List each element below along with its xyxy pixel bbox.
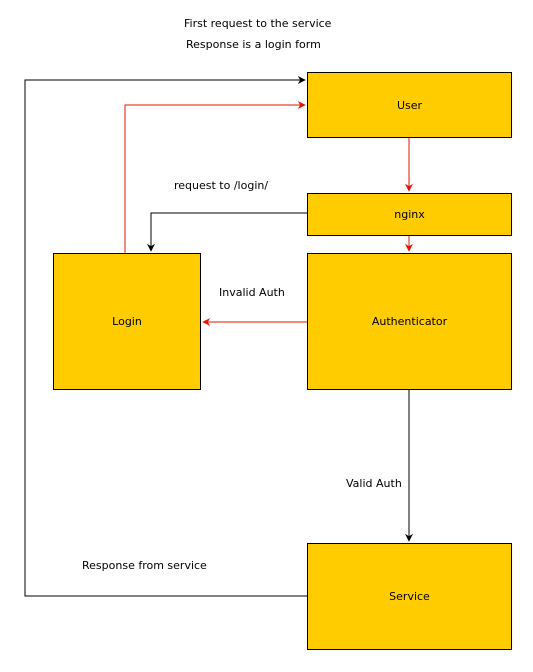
authenticator-box-label: Authenticator <box>371 315 448 328</box>
valid-auth-label: Valid Auth <box>346 477 402 490</box>
nginx-to-login-connector <box>147 212 307 252</box>
login-to-user-connector <box>124 101 306 253</box>
user-box-label: User <box>396 98 423 112</box>
login-box: Login <box>53 253 201 390</box>
service-box-label: Service <box>389 590 430 603</box>
user-box: User <box>307 72 512 138</box>
first-request-label: First request to the service <box>184 17 332 30</box>
service-box: Service <box>307 543 512 650</box>
nginx-box-label: nginx <box>394 208 425 221</box>
authenticator-box: Authenticator <box>307 253 512 390</box>
request-login-label: request to /login/ <box>174 179 269 192</box>
nginx-box: nginx <box>307 193 512 236</box>
login-form-label: Response is a login form <box>186 38 321 51</box>
login-box-label: Login <box>112 315 142 328</box>
response-from-service-label: Response from service <box>82 559 207 572</box>
response-from-service-connector <box>24 76 307 597</box>
invalid-auth-label: Invalid Auth <box>219 286 285 299</box>
